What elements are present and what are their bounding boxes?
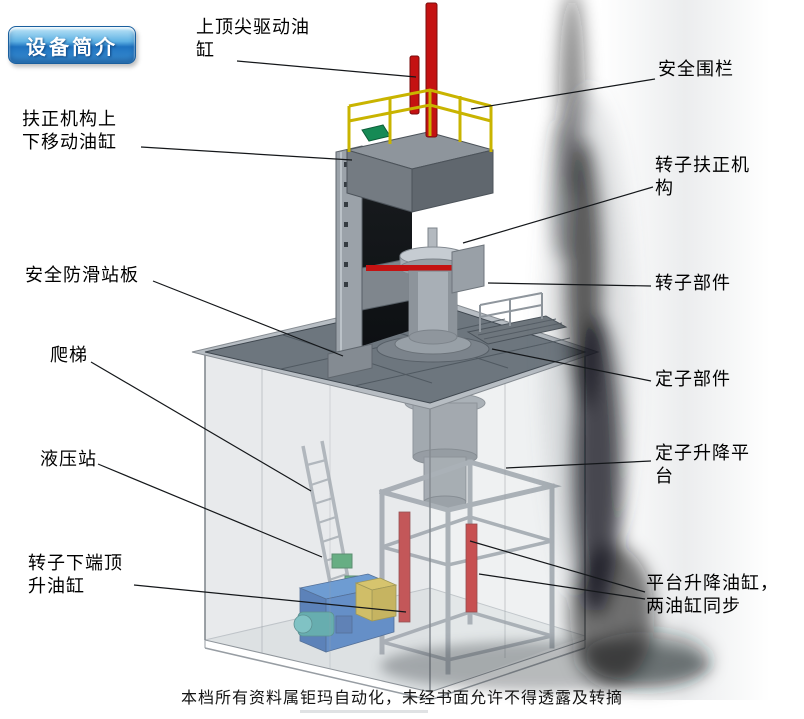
label-rotor-jack-cylinder: 转子下端顶 升油缸 xyxy=(28,553,123,598)
leader-stator-part xyxy=(491,348,652,382)
title-badge-text: 设备简介 xyxy=(26,34,118,59)
column-bolts xyxy=(344,162,348,287)
leader-top-cylinder xyxy=(236,60,417,78)
leader-safety-fence xyxy=(470,78,656,110)
label-rotor-centering: 转子扶正机 构 xyxy=(655,155,750,200)
label-stator-part: 定子部件 xyxy=(655,369,731,390)
column-base xyxy=(327,343,373,379)
footer-disclaimer: 本档所有资料属钜玛自动化，未经书面允许不得透露及转摘 xyxy=(180,688,623,707)
centering-clamp-red-bar xyxy=(366,265,452,271)
leader-hydraulic-station xyxy=(97,463,323,558)
label-centering-cylinder: 扶正机构上 下移动油缸 xyxy=(22,109,117,154)
platform-lift-cylinder-left xyxy=(398,511,411,623)
leader-rotor-part xyxy=(487,282,652,287)
leader-platform-cylinder-2 xyxy=(478,573,646,600)
head-box-right xyxy=(411,149,494,213)
leader-rotor-jack-cylinder xyxy=(133,584,407,613)
safety-fence-railing xyxy=(347,88,493,152)
leader-platform-cylinder-1 xyxy=(469,540,646,593)
centering-bracket xyxy=(451,244,485,294)
leader-centering-cylinder xyxy=(140,146,353,161)
leader-lines xyxy=(90,60,656,613)
centering-cylinder-rod xyxy=(409,55,420,115)
bottom-artifact xyxy=(300,710,428,713)
interior-equipment xyxy=(293,392,562,675)
rotor-assembly xyxy=(366,227,485,345)
leader-rotor-centering xyxy=(462,186,654,244)
smoke-plume xyxy=(542,0,710,688)
leader-stator-platform xyxy=(505,460,652,469)
label-top-drive-cylinder: 上顶尖驱动油 缸 xyxy=(196,17,310,62)
side-grating-walkway xyxy=(466,292,568,345)
platform-lift-cylinder-right xyxy=(465,523,478,613)
label-rotor-part: 转子部件 xyxy=(655,273,731,294)
label-stator-platform: 定子升降平 台 xyxy=(655,443,750,488)
label-safety-fence: 安全围栏 xyxy=(658,59,734,80)
label-hydraulic-station: 液压站 xyxy=(40,449,97,470)
hydraulic-station-unit xyxy=(293,573,398,653)
label-platform-cylinders: 平台升降油缸， 两油缸同步 xyxy=(646,573,779,618)
leader-antislip-board xyxy=(152,280,344,357)
title-badge: 设备简介 xyxy=(8,26,136,64)
label-ladder: 爬梯 xyxy=(50,345,88,366)
machine-upper xyxy=(327,2,568,379)
leader-ladder xyxy=(90,361,312,492)
label-antislip-board: 安全防滑站板 xyxy=(25,265,139,286)
valve-block xyxy=(331,553,353,569)
junction-box xyxy=(361,124,391,142)
